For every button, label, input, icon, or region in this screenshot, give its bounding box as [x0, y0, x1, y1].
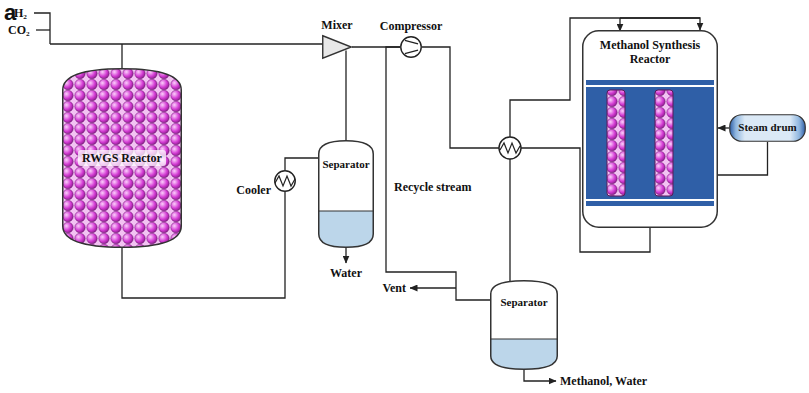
reactor-shell	[583, 31, 718, 228]
liquid-level	[491, 339, 558, 369]
process-stream	[718, 127, 729, 128]
vessel-outline	[318, 140, 374, 248]
feed-branch	[121, 44, 122, 69]
catalyst-tube	[607, 90, 625, 196]
reactor-label: Methanol Synthesis Reactor	[582, 38, 718, 67]
outlet-label: Water	[330, 266, 362, 280]
equipment-label: Compressor	[380, 19, 442, 33]
vessel-outline	[400, 36, 422, 58]
heat-exchanger-coil	[500, 143, 520, 153]
vessel-wall	[491, 281, 558, 370]
feed-label: H₂	[14, 6, 27, 20]
process-stream	[285, 158, 318, 170]
liquid-line	[491, 338, 558, 339]
steam-drum: Steam drum	[729, 114, 806, 142]
compressor: Compressor	[400, 36, 422, 58]
mixer-symbol	[323, 36, 352, 59]
vessel-body	[319, 141, 374, 248]
feed-line	[36, 29, 50, 30]
outlet-label: Methanol, Water	[560, 374, 647, 388]
feed-line	[50, 43, 323, 44]
outlet-label: Vent	[382, 281, 406, 295]
drum-body	[730, 115, 806, 142]
tube-sheet	[586, 85, 714, 87]
methanol-reactor: Methanol Synthesis Reactor	[582, 30, 718, 228]
process-stream	[345, 50, 346, 140]
compressor-line	[405, 50, 418, 54]
separator-vessel: Separator	[318, 140, 374, 248]
catalyst-bed	[63, 69, 182, 248]
outlet-line	[524, 369, 556, 381]
vessel-label: Steam drum	[738, 121, 796, 134]
cooling-jacket	[586, 80, 714, 206]
heat-exchanger	[499, 137, 521, 159]
vessel-outline	[274, 170, 296, 192]
vessel-body	[491, 281, 558, 370]
vessel-label: Separator	[322, 158, 369, 171]
feed-label: CO₂	[8, 23, 30, 37]
cooler-coil	[275, 176, 295, 186]
vent-line	[410, 287, 456, 288]
rwgs-reactor: RWGS Reactor	[62, 68, 182, 248]
liquid-line	[319, 210, 374, 211]
tube-sheet	[586, 199, 714, 201]
mixer: Mixer	[322, 35, 352, 59]
process-stream	[718, 142, 768, 175]
stream-label: Recycle stream	[392, 180, 473, 194]
feed-line	[34, 13, 50, 44]
liquid-level	[319, 211, 374, 247]
vessel-wall	[319, 141, 374, 248]
outlet-line	[345, 248, 346, 263]
catalyst-tube	[655, 90, 673, 196]
heat-exchanger-shell	[499, 137, 521, 159]
compressor-symbol	[401, 37, 422, 58]
vessel-label: Separator	[500, 296, 547, 309]
compressor-line	[405, 40, 418, 44]
vessel-outline	[322, 35, 352, 59]
reactor-label: RWGS Reactor	[78, 150, 166, 166]
equipment-label: Cooler	[236, 183, 271, 197]
feed-drop	[619, 18, 620, 31]
process-stream	[386, 47, 490, 300]
separator-vessel: Separator	[490, 280, 558, 370]
vessel-outline	[490, 280, 558, 370]
cooler: Cooler	[274, 170, 296, 192]
equipment-label: Mixer	[321, 18, 352, 32]
cooler-symbol	[275, 171, 296, 192]
feed-line	[620, 17, 700, 18]
